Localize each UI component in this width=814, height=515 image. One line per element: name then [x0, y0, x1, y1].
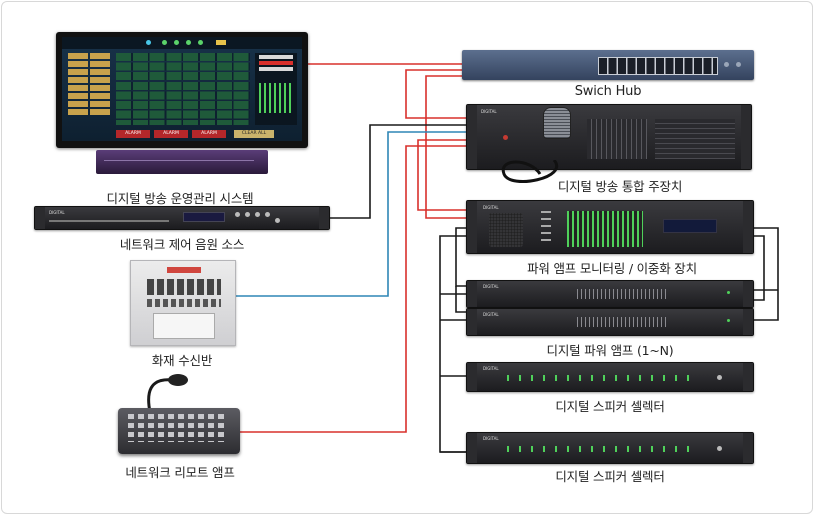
line-hub-ampmon — [425, 75, 466, 219]
network-source-device: DIGITAL — [34, 206, 330, 230]
hub-ports — [598, 57, 718, 75]
line-hub-main — [405, 69, 466, 119]
zone-grid — [116, 53, 250, 125]
label-remote-amp: 네트워크 리모트 앰프 — [125, 465, 235, 480]
label-switch-hub: Swich Hub — [574, 84, 642, 99]
monitor-bezel: ALARM ALARM ALARM CLEAR ALL — [56, 32, 308, 148]
line-source-main — [330, 124, 466, 219]
power-amp-1: DIGITAL — [466, 280, 754, 308]
line-ampmon-left2 — [455, 286, 466, 313]
amp-monitor-device: DIGITAL — [466, 200, 754, 254]
fire-panel-device — [130, 260, 236, 346]
speaker-selector-1: DIGITAL — [466, 362, 754, 392]
screen-toolbar — [62, 37, 302, 49]
speaker-selector-2: DIGITAL — [466, 432, 754, 464]
switch-hub-device — [462, 50, 754, 80]
gooseneck-mic-icon — [147, 374, 188, 413]
label-integrated-main: 디지털 방송 통합 주장치 — [557, 179, 683, 194]
amp-channel-meters — [567, 211, 643, 247]
label-network-source: 네트워크 제어 음원 소스 — [119, 237, 245, 252]
integrated-main-device: DIGITAL — [466, 104, 752, 170]
alarm-button-3[interactable]: ALARM — [192, 130, 226, 138]
clear-all-button[interactable]: CLEAR ALL — [234, 130, 274, 138]
speaker-grille — [489, 213, 523, 247]
mic-cord-icon — [501, 160, 559, 183]
line-fire-main — [235, 131, 466, 297]
label-amp-monitor: 파워 앰프 모니터링 / 이중화 장치 — [527, 261, 697, 276]
alarm-button-2[interactable]: ALARM — [154, 130, 188, 138]
line-remote-main — [238, 145, 466, 433]
line-ampmon-down — [439, 235, 466, 453]
label-digital-amp: 디지털 파워 앰프 (1~N) — [546, 343, 674, 358]
label-fire-panel: 화재 수신반 — [151, 353, 213, 368]
label-speaker-selector-2: 디지털 스피커 셀렉터 — [555, 469, 665, 484]
monitor-base — [96, 150, 268, 174]
zone-button-column — [68, 53, 112, 125]
label-broadcast-mgmt: 디지털 방송 운영관리 시스템 — [106, 191, 254, 206]
power-amp-2: DIGITAL — [466, 308, 754, 336]
microphone-icon — [543, 107, 571, 139]
level-meters — [255, 53, 297, 125]
monitor-screen: ALARM ALARM ALARM CLEAR ALL — [62, 37, 302, 141]
alarm-bar: ALARM ALARM ALARM CLEAR ALL — [116, 129, 300, 139]
monitor-device: ALARM ALARM ALARM CLEAR ALL — [56, 32, 308, 182]
label-speaker-selector-1: 디지털 스피커 셀렉터 — [555, 399, 665, 414]
remote-amp-device — [118, 408, 240, 454]
line-main-ampmon — [417, 139, 466, 211]
line-right-loop2 — [752, 235, 765, 301]
line-ampmon-left — [455, 227, 466, 287]
alarm-button-1[interactable]: ALARM — [116, 130, 150, 138]
line-right-loop — [752, 227, 779, 321]
